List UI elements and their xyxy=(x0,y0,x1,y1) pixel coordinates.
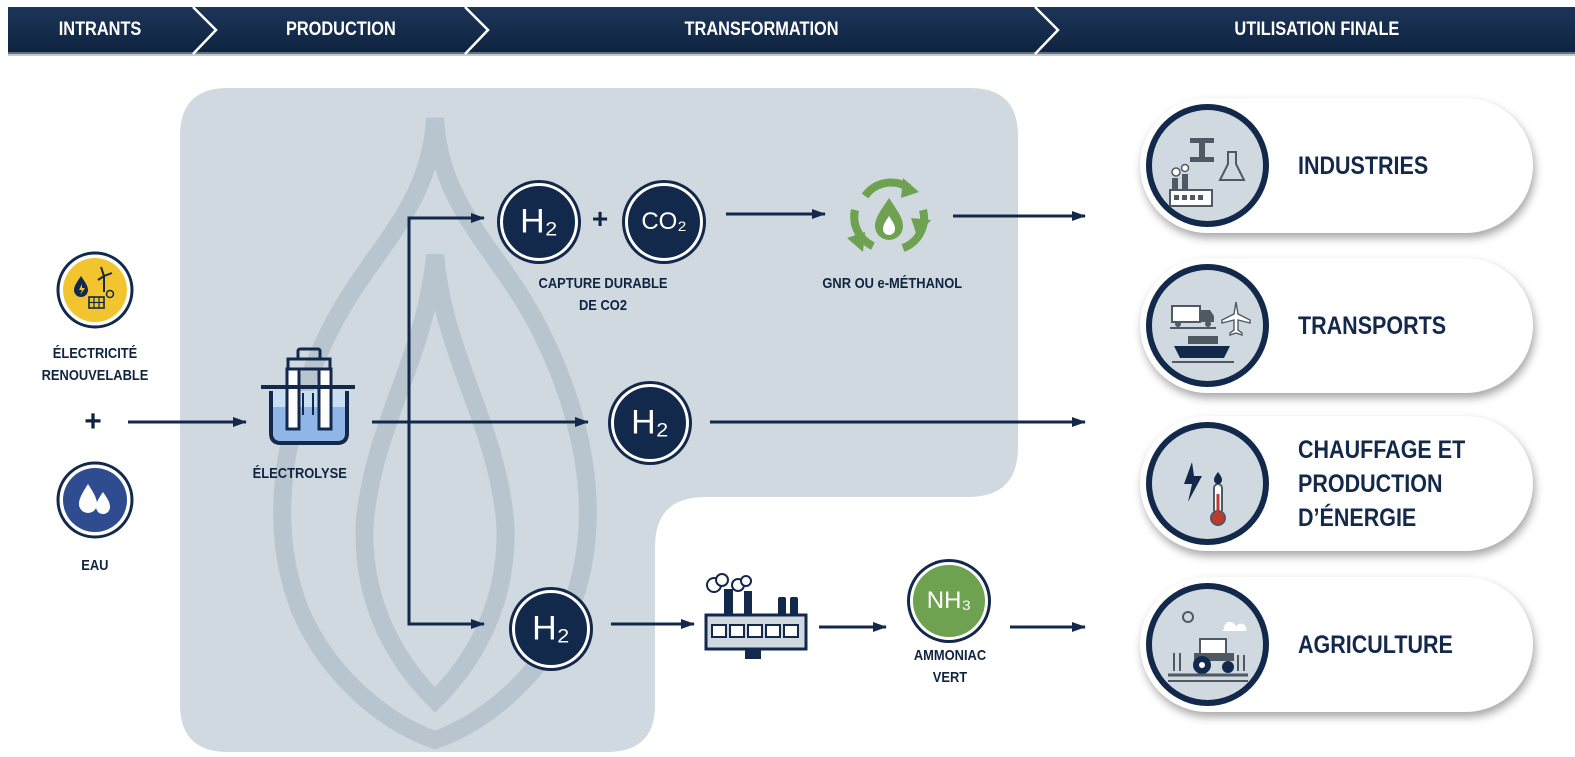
banner-bar xyxy=(8,7,1575,54)
h2-molecule-top: H₂ xyxy=(500,183,578,261)
h2-molecule-bottom: H₂ xyxy=(512,590,590,668)
factory-icon xyxy=(700,573,812,671)
end-use-heating: CHAUFFAGE ET PRODUCTION D’ÉNERGIE xyxy=(1140,416,1533,551)
stage-intrants: INTRANTS xyxy=(59,19,142,40)
renewable-electricity-icon xyxy=(55,250,135,330)
banner-shadow xyxy=(8,52,1575,56)
end-use-title: CHAUFFAGE ET PRODUCTION D’ÉNERGIE xyxy=(1298,435,1466,532)
stage-production: PRODUCTION xyxy=(286,19,396,40)
stage-utilisation-finale: UTILISATION FINALE xyxy=(1234,19,1399,40)
heating-energy-icon xyxy=(1152,428,1263,539)
stage-banner xyxy=(8,6,1575,56)
inputs-plus: + xyxy=(84,405,102,438)
banner-chevrons xyxy=(192,6,1060,55)
arrow-branch-up xyxy=(407,213,485,422)
end-use-title: TRANSPORTS xyxy=(1298,311,1447,340)
end-use-industries: INDUSTRIES xyxy=(1140,98,1533,233)
h2-molecule-middle: H₂ xyxy=(611,384,689,462)
co2-molecule: CO₂ xyxy=(625,183,703,261)
end-use-agriculture: AGRICULTURE xyxy=(1140,577,1533,712)
nh3-molecule: NH₃ xyxy=(910,562,988,640)
transports-icon xyxy=(1152,270,1263,381)
region-background xyxy=(180,88,1018,752)
water-label: EAU xyxy=(81,557,109,574)
flame-watermark xyxy=(273,117,597,750)
gnr-label: GNR OU e-MÉTHANOL xyxy=(822,275,963,292)
arrow-branch-down xyxy=(407,422,485,629)
industries-icon xyxy=(1152,110,1263,221)
end-use-title: INDUSTRIES xyxy=(1298,151,1429,180)
transformation-plus: + xyxy=(591,203,609,234)
electrolysis-icon xyxy=(255,345,357,450)
recycle-flame-icon xyxy=(843,174,935,259)
renewable-electricity-label: ÉLECTRICITÉ RENOUVELABLE xyxy=(41,345,149,384)
ammonia-label: AMMONIAC VERT xyxy=(913,647,987,686)
end-use-title: AGRICULTURE xyxy=(1298,630,1453,659)
electrolysis-label: ÉLECTROLYSE xyxy=(252,465,348,482)
water-icon xyxy=(55,460,135,540)
end-use-transports: TRANSPORTS xyxy=(1140,258,1533,393)
capture-label: CAPTURE DURABLE DE CO2 xyxy=(538,275,667,314)
agriculture-icon xyxy=(1152,589,1263,700)
stage-transformation: TRANSFORMATION xyxy=(684,19,839,40)
